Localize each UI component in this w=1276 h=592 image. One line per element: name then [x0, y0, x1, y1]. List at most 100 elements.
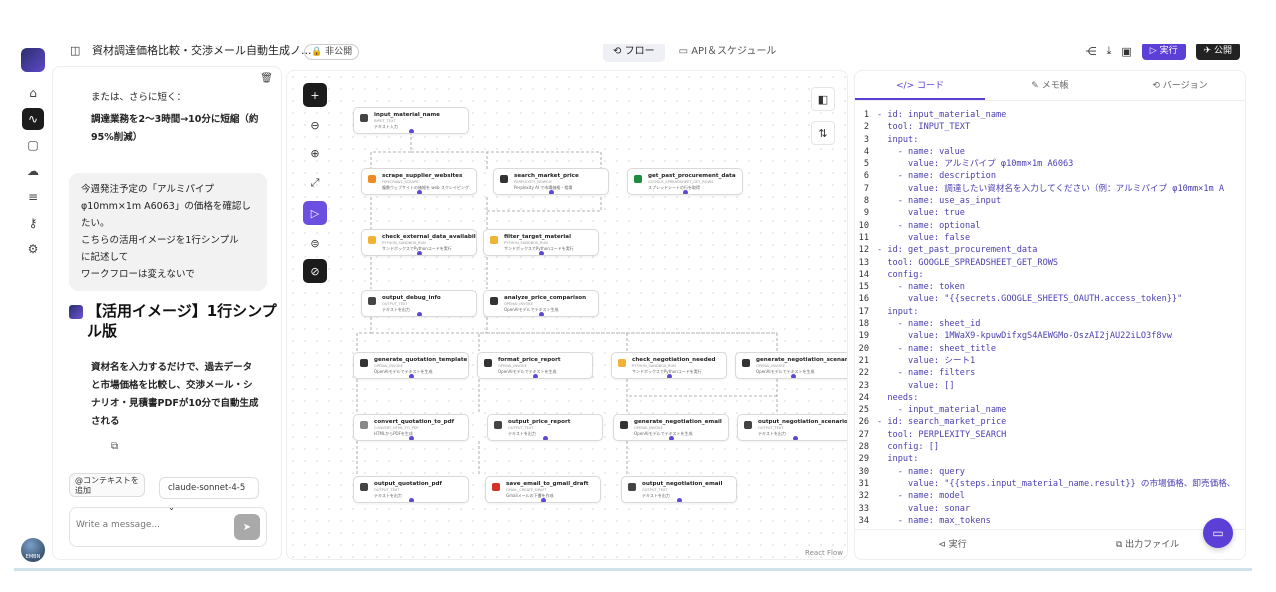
node-port[interactable] — [668, 436, 674, 440]
avatar[interactable]: EMBN — [21, 538, 45, 562]
tab-flow[interactable]: ⟲ フロー — [603, 44, 665, 62]
node-port[interactable] — [540, 498, 546, 502]
node-port[interactable] — [542, 436, 548, 440]
code-line: 20 - name: sheet_title — [855, 343, 1245, 355]
node-port[interactable] — [408, 129, 414, 133]
node-port[interactable] — [408, 498, 414, 502]
save-icon[interactable]: ▣ — [1121, 44, 1132, 58]
tab-code[interactable]: </> コード — [855, 71, 985, 100]
disable-button[interactable]: ⊘ — [303, 259, 327, 283]
node-port[interactable] — [666, 374, 672, 378]
code-text: - id: get_past_procurement_data — [877, 245, 1038, 256]
zoom-out-button[interactable]: ⊖ — [303, 113, 327, 137]
app-logo[interactable] — [21, 48, 45, 72]
node-port[interactable] — [416, 190, 422, 194]
model-select[interactable]: claude-sonnet-4-5 ⌄ — [159, 477, 259, 513]
code-line: 15 - name: token — [855, 281, 1245, 293]
output-files-button[interactable]: ⧉ 出力ファイル — [1050, 530, 1245, 559]
code-text: - name: sheet_title — [877, 343, 996, 354]
add-node-button[interactable]: + — [303, 83, 327, 107]
line-number: 31 — [858, 478, 869, 489]
code-line: 28 config: [] — [855, 441, 1245, 453]
node-port[interactable] — [532, 374, 538, 378]
node-name: convert_quotation_to_pdf — [374, 419, 455, 425]
publish-button[interactable]: ✈ 公開 — [1195, 44, 1240, 60]
message-input[interactable] — [76, 520, 226, 530]
node-port[interactable] — [682, 190, 688, 194]
document-icon[interactable]: ▢ — [27, 138, 39, 152]
layout-button[interactable]: ⊜ — [303, 231, 327, 255]
node-port[interactable] — [408, 374, 414, 378]
react-flow-attribution[interactable]: React Flow — [805, 549, 843, 557]
copy-icon[interactable]: ⧉ — [111, 441, 119, 452]
settings-icon[interactable]: ⚙ — [27, 242, 39, 256]
cloud-icon[interactable]: ☁ — [27, 164, 39, 178]
node-name: format_price_report — [498, 357, 561, 363]
tab-api-schedule[interactable]: ▭ API＆スケジュール — [669, 44, 787, 62]
add-context-button[interactable]: @コンテキストを追加 — [69, 473, 145, 497]
node-port[interactable] — [416, 312, 422, 316]
help-chat-button[interactable]: ▭ — [1203, 518, 1233, 548]
node-port[interactable] — [408, 436, 414, 440]
code-tabs: </> コード ✎ メモ帳 ⟲ バージョン — [855, 71, 1245, 101]
node-name: output_price_report — [508, 419, 571, 425]
line-number: 6 — [863, 171, 869, 182]
tab-version[interactable]: ⟲ バージョン — [1115, 71, 1245, 100]
share-icon[interactable]: ⋲ — [1085, 44, 1097, 58]
run-flow-button[interactable]: ▷ — [303, 201, 327, 225]
node-port[interactable] — [538, 312, 544, 316]
bubble-line: ワークフローは変えないで — [81, 269, 195, 280]
node-port[interactable] — [548, 190, 554, 194]
sort-button[interactable]: ⇅ — [811, 121, 835, 145]
node-port[interactable] — [790, 374, 796, 378]
plus-icon: + — [310, 88, 320, 102]
node-tool: OUTPUT_TEXT — [642, 488, 668, 492]
sidebar-toggle-button[interactable]: ◧ — [811, 87, 835, 111]
key-icon[interactable]: ⚷ — [28, 216, 38, 230]
node-tool: OPENAI_INVOKE — [504, 302, 533, 306]
panel-toggle-icon[interactable]: ◫ — [70, 44, 81, 57]
send-button[interactable]: ➤ — [234, 514, 260, 540]
visibility-badge[interactable]: 🔒 非公開 — [304, 44, 360, 60]
tab-notes[interactable]: ✎ メモ帳 — [985, 71, 1115, 100]
zoom-in-button[interactable]: ⊕ — [303, 141, 327, 165]
download-icon[interactable]: ⤓ — [1106, 44, 1112, 57]
node-port[interactable] — [538, 251, 544, 255]
node-port[interactable] — [676, 498, 682, 502]
database-icon[interactable]: ≡ — [27, 190, 39, 204]
footer-run-button[interactable]: ⊲ 実行 — [855, 530, 1050, 559]
node-tool: OUTPUT_TEXT — [508, 426, 534, 430]
node-port[interactable] — [416, 251, 422, 255]
node-port[interactable] — [792, 436, 798, 440]
line-number: 12 — [858, 245, 869, 256]
fit-view-button[interactable]: ⤢ — [303, 171, 327, 195]
trash-icon[interactable]: 🗑 — [260, 73, 273, 84]
zoom-out-icon: ⊖ — [310, 118, 320, 132]
run-button[interactable]: ▷ 実行 — [1141, 44, 1186, 60]
activity-icon[interactable]: ∿ — [22, 108, 44, 130]
output-files-label: 出力ファイル — [1125, 540, 1180, 550]
home-icon[interactable]: ⌂ — [29, 86, 37, 100]
node-name: generate_negotiation_scenarios — [756, 357, 848, 363]
